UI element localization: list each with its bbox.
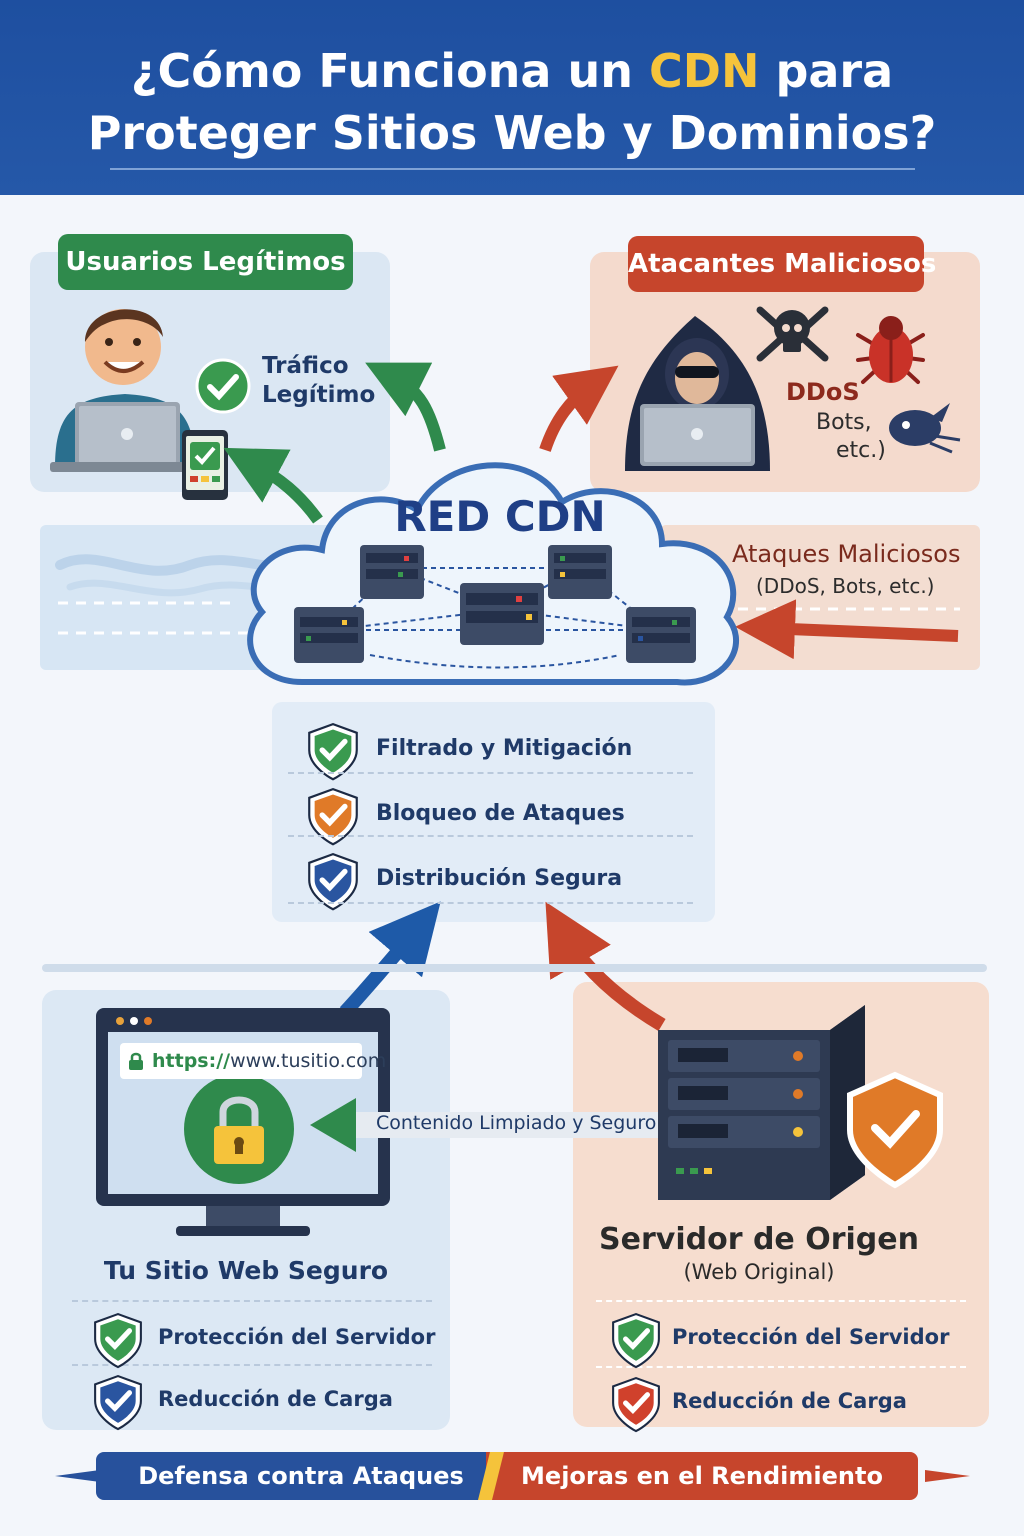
- phone-icon: [182, 430, 228, 500]
- benefit-label: Reducción de Carga: [672, 1389, 907, 1413]
- benefit-label: Protección del Servidor: [672, 1325, 950, 1349]
- shield-check-icon: [308, 788, 358, 846]
- divider: [72, 1364, 432, 1366]
- url-domain: www.tusitio.com: [230, 1050, 387, 1072]
- shield-check-icon: [612, 1312, 660, 1369]
- clean-content-label: Contenido Limpiado y Seguro: [376, 1112, 657, 1134]
- title-line-2: Proteger Sitios Web y Dominios?: [87, 106, 937, 160]
- users-ribbon: Usuarios Legítimos: [58, 234, 353, 290]
- divider: [72, 1300, 432, 1302]
- bug-icon: [856, 316, 925, 384]
- benefit-icon: [92, 1374, 144, 1435]
- benefit-label: Filtrado y Mitigación: [376, 735, 633, 761]
- section-separator: [42, 964, 987, 972]
- server-node: [626, 607, 696, 663]
- attackers-ribbon: Atacantes Maliciosos: [628, 236, 936, 292]
- label-line: Legítimo: [262, 382, 376, 408]
- legit-traffic-label: Tráfico Legítimo: [262, 352, 375, 410]
- check-circle-icon: [195, 358, 251, 414]
- title-part: para: [759, 44, 894, 98]
- footer-lines: [55, 1470, 970, 1482]
- divider: [288, 835, 693, 837]
- url-protocol: https://: [152, 1050, 231, 1072]
- divider: [288, 772, 693, 774]
- bots-label: Bots,: [816, 410, 872, 435]
- benefit-label: Bloqueo de Ataques: [376, 800, 625, 826]
- label-line: Tráfico: [262, 353, 349, 379]
- footer-performance: Mejoras en el Rendimiento: [486, 1452, 918, 1500]
- title-highlight: CDN: [649, 44, 760, 98]
- title-part: ¿Cómo Funciona un: [130, 44, 649, 98]
- url-bar[interactable]: https://www.tusitio.com: [120, 1043, 386, 1079]
- divider: [596, 1366, 966, 1368]
- origin-title: Servidor de Origen: [599, 1222, 919, 1257]
- footer-defense: Defensa contra Ataques: [96, 1452, 506, 1500]
- shield-check-icon: [94, 1312, 142, 1369]
- cdn-cloud: [247, 462, 740, 686]
- malicious-attacks-sub: (DDoS, Bots, etc.): [756, 574, 935, 598]
- legit-user-illustration: [50, 309, 220, 472]
- server-node: [294, 607, 364, 663]
- shield-check-icon: [612, 1376, 660, 1433]
- cdn-title: RED CDN: [394, 492, 606, 541]
- benefit-icon: [306, 787, 360, 850]
- shield-check-icon: [308, 853, 358, 911]
- server-node: [360, 545, 424, 599]
- clean-content-arrow: [310, 1098, 660, 1152]
- cdn-network: [294, 545, 696, 669]
- etc-label: etc.): [836, 438, 886, 463]
- server-node: [460, 583, 544, 645]
- divider: [110, 168, 915, 170]
- page-title: ¿Cómo Funciona un CDN para Proteger Siti…: [0, 40, 1024, 164]
- benefit-icon: [92, 1312, 144, 1373]
- benefit-icon: [610, 1312, 662, 1373]
- server-node: [548, 545, 612, 599]
- benefit-icon: [306, 852, 360, 915]
- skull-icon: [756, 306, 829, 362]
- ddos-label: DDoS: [786, 378, 860, 406]
- benefit-label: Protección del Servidor: [158, 1325, 436, 1349]
- lock-icon: [129, 1052, 143, 1070]
- divider: [288, 902, 693, 904]
- site-title: Tu Sitio Web Seguro: [103, 1256, 389, 1285]
- benefit-label: Distribución Segura: [376, 865, 623, 891]
- origin-subtitle: (Web Original): [683, 1260, 835, 1284]
- malicious-attacks-label: Ataques Maliciosos: [732, 540, 961, 568]
- shield-check-icon: [308, 723, 358, 781]
- shield-check-icon: [94, 1374, 142, 1431]
- origin-server-illustration: [658, 1005, 943, 1200]
- bot-icon: [889, 403, 961, 454]
- hacker-illustration: [625, 316, 770, 471]
- header-banner: ¿Cómo Funciona un CDN para Proteger Siti…: [0, 0, 1024, 195]
- benefit-icon: [610, 1376, 662, 1437]
- benefit-icon: [306, 722, 360, 785]
- benefit-label: Reducción de Carga: [158, 1387, 393, 1411]
- divider: [596, 1300, 966, 1302]
